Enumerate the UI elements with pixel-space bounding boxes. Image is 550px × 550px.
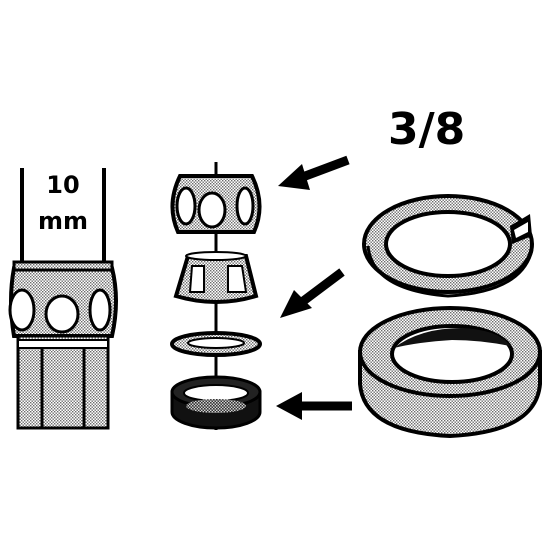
arrow-icon [280, 268, 345, 318]
thin-washer-icon [170, 331, 262, 357]
arrow-icon [278, 155, 350, 190]
thick-washer-icon [170, 375, 262, 430]
thread-size-label: 3/8 [388, 104, 466, 155]
flat-washer-large-icon [362, 194, 534, 298]
lower-ferrule-icon [173, 251, 259, 304]
size-value-label: 10 [46, 171, 80, 199]
ferrule-assembly-icon [8, 168, 118, 430]
arrow-icon [276, 392, 352, 420]
thick-ring-large-icon [358, 306, 542, 439]
upper-ferrule-icon [170, 174, 262, 234]
size-unit-label: mm [37, 207, 88, 235]
